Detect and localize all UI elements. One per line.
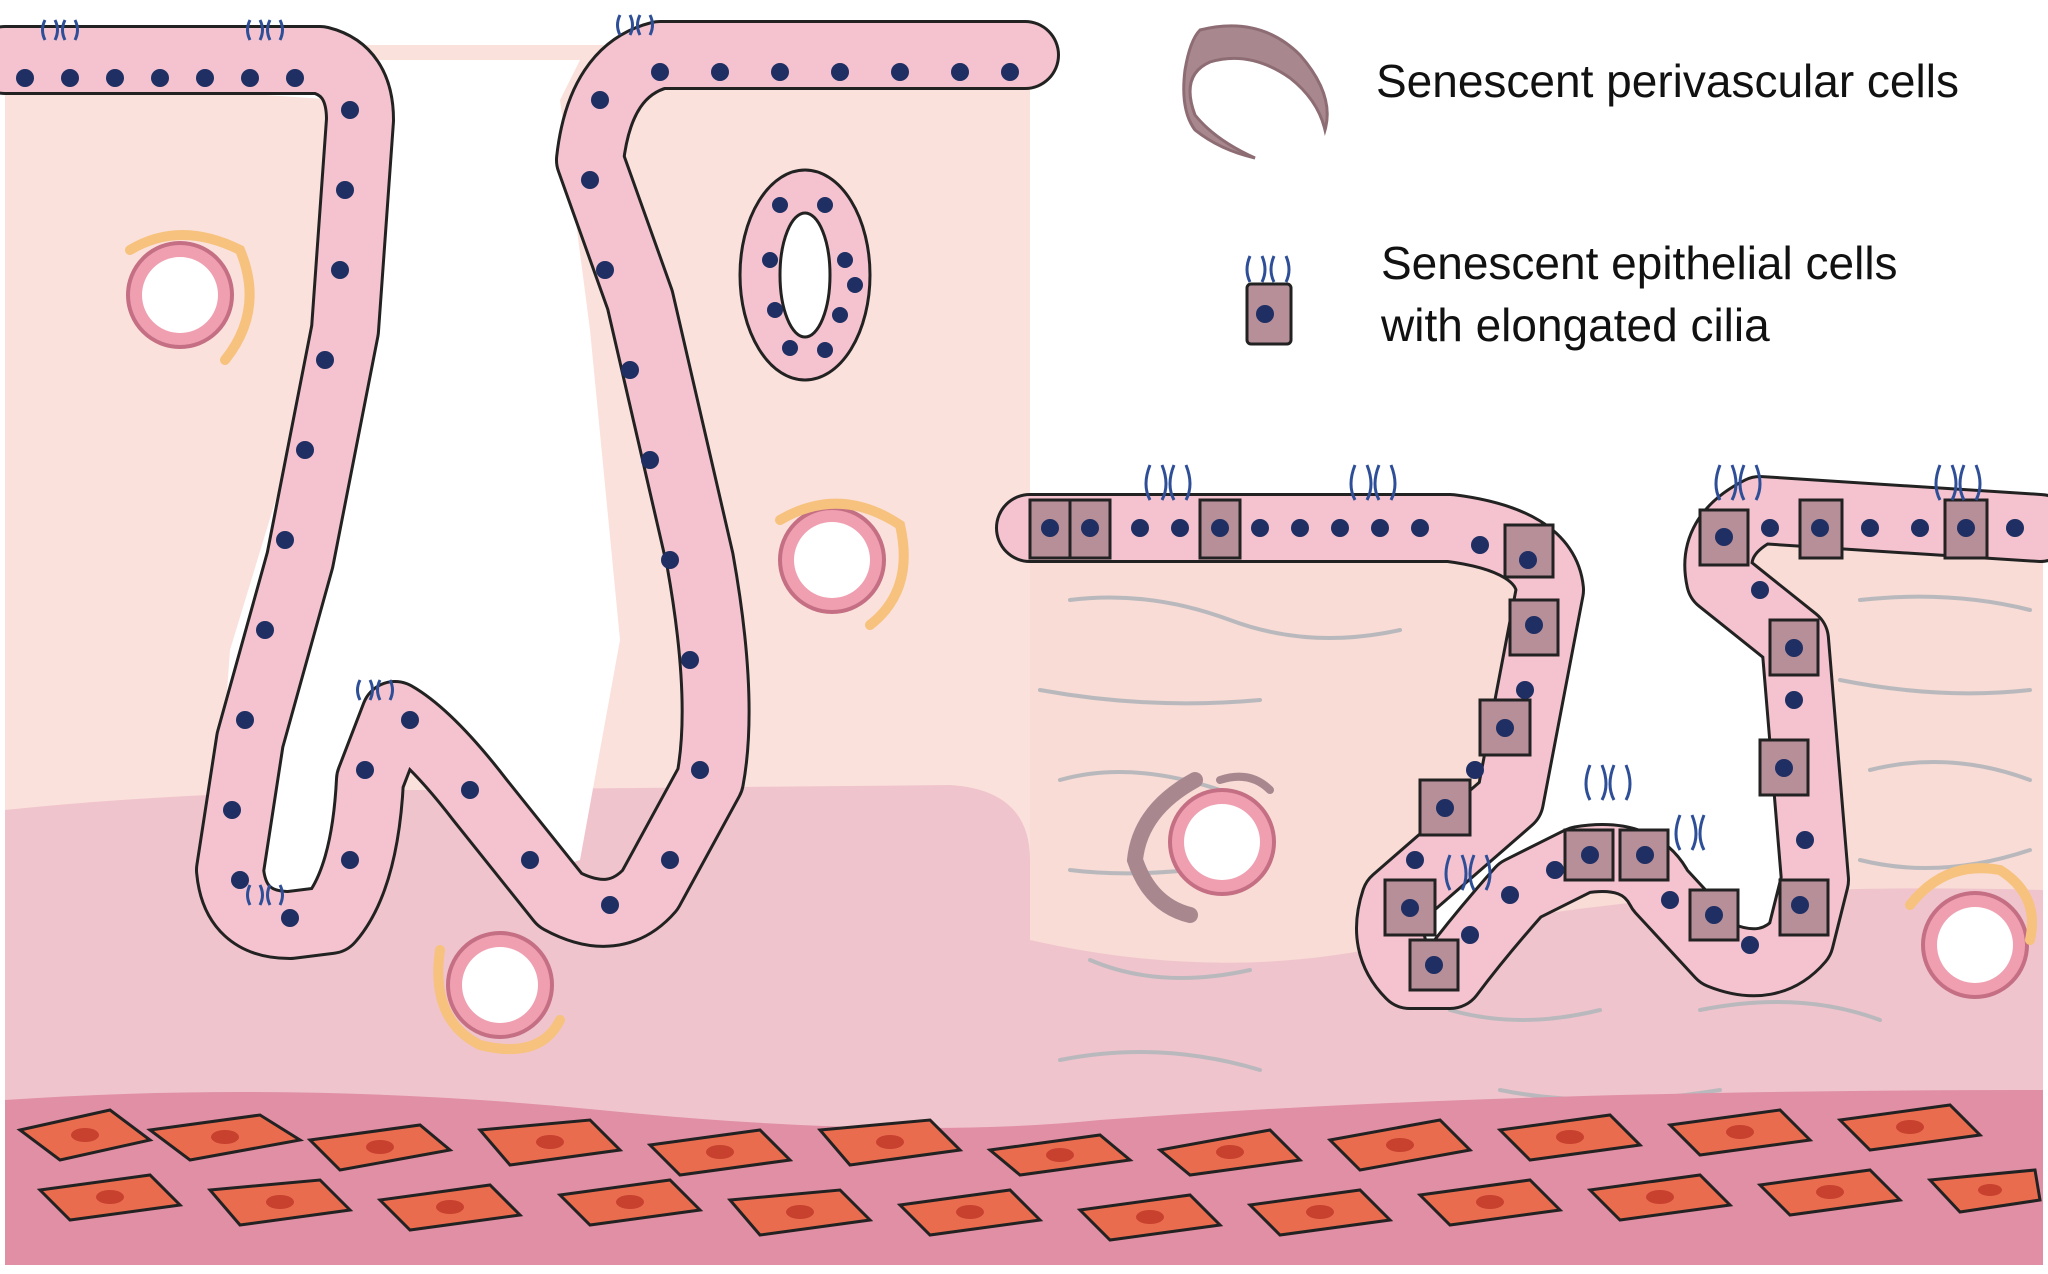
legend-label-epithelial: Senescent epithelial cells with elongate… xyxy=(1381,232,1898,356)
elongated-cilia xyxy=(1144,464,1982,891)
gland-left xyxy=(738,168,872,382)
senescent-epithelial-cell-icon xyxy=(1245,255,1293,346)
legend-label-epithelial-line1: Senescent epithelial cells xyxy=(1381,237,1898,289)
senescent-pericyte-icon xyxy=(1182,24,1329,160)
blood-vessel-icon xyxy=(125,230,909,1055)
legend-label-epithelial-line2: with elongated cilia xyxy=(1381,299,1770,351)
legend-label-perivascular: Senescent perivascular cells xyxy=(1376,55,1959,107)
epithelium-right xyxy=(995,475,2048,1010)
epithelium-left xyxy=(0,20,1060,960)
smooth-muscle-cells xyxy=(16,1103,2042,1242)
cilia-icon xyxy=(41,14,654,906)
blood-vessels-aged xyxy=(1126,772,2037,999)
crypt-lumen-right xyxy=(1385,525,1810,980)
